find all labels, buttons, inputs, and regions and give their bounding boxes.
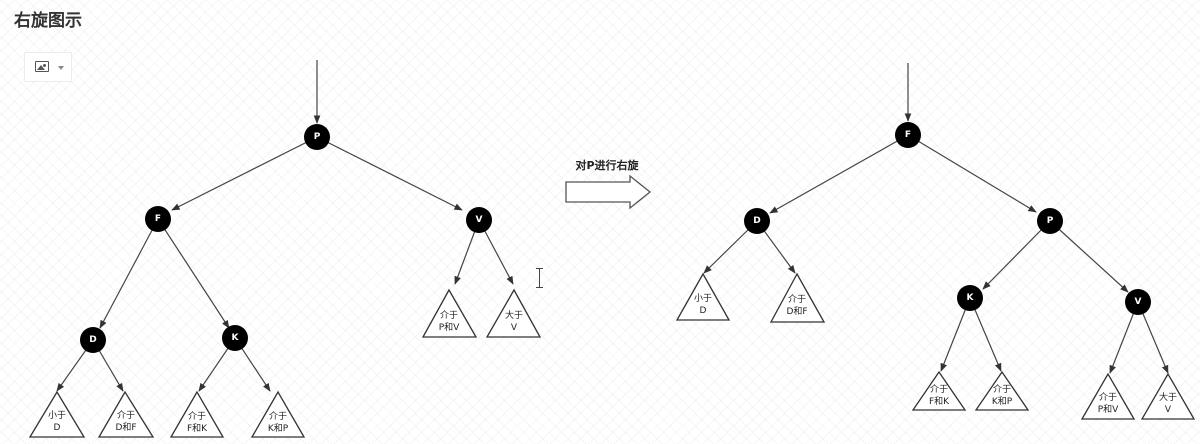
subtree-label-line2: D (54, 423, 61, 433)
subtree-label-line2: F和K (929, 396, 950, 407)
node-k: K (957, 285, 983, 311)
subtree-label-line2: P和V (1098, 404, 1119, 415)
subtree-triangle: 介于 F和K (911, 370, 967, 411)
subtree-triangle: 大于 V (485, 288, 542, 338)
subtree-triangle: 小于 D (675, 272, 731, 321)
node-circle (304, 124, 330, 150)
node-p: P (1037, 208, 1063, 234)
edge-f-k (157, 218, 230, 329)
subtree-triangle: 介于 P和V (1080, 372, 1136, 420)
subtree-label-line1: 大于 (1159, 391, 1177, 403)
subtree-triangle: 介于 K和P (250, 390, 306, 438)
subtree-label-line2: V (511, 323, 518, 333)
subtree-shape (675, 272, 731, 321)
subtree-shape (97, 390, 155, 438)
node-k: K (222, 325, 248, 351)
node-v: V (1125, 289, 1151, 315)
subtree-shape (421, 288, 478, 338)
edge-k-sub3 (940, 297, 971, 372)
subtree-label-line2: D和F (786, 306, 807, 317)
subtree-shape (28, 390, 86, 438)
before-tree: P F V D K 小于 D 介于 D和F 介于 (28, 60, 542, 438)
node-circle (222, 325, 248, 351)
text-cursor-icon (534, 268, 544, 288)
subtree-label-line1: 介于 (440, 310, 458, 321)
subtree-triangle: 大于 V (1140, 372, 1196, 420)
node-f: F (145, 206, 171, 232)
edge-f-d (99, 218, 159, 329)
subtree-label-line1: 介于 (269, 411, 287, 422)
node-p: P (304, 124, 330, 150)
node-d: D (80, 327, 106, 353)
after-tree: F D P K V 小于 D 介于 D和F 介于 (675, 63, 1196, 420)
subtree-label-line2: F和K (187, 423, 208, 434)
operation-label: 对P进行右旋 (575, 158, 639, 172)
node-v: V (466, 207, 492, 233)
node-label: F (155, 214, 161, 224)
rotation-operation: 对P进行右旋 (565, 158, 652, 210)
subtree-label-line2: P和V (439, 322, 460, 333)
subtree-shape (1140, 372, 1196, 420)
subtree-label-line1: 小于 (48, 410, 66, 421)
node-label: V (1135, 297, 1142, 307)
node-label: K (232, 333, 240, 343)
subtree-shape (911, 370, 967, 411)
subtree-triangle: 介于 F和K (169, 390, 225, 438)
subtree-label-line1: 介于 (117, 410, 135, 421)
node-circle (744, 208, 770, 234)
node-circle (1037, 208, 1063, 234)
node-f: F (895, 122, 921, 148)
subtree-shape (769, 272, 826, 323)
node-circle (957, 285, 983, 311)
subtree-triangle: 介于 K和P (974, 370, 1030, 411)
node-label: K (967, 293, 975, 303)
edge-p-f (171, 136, 318, 211)
subtree-label-line2: K和P (992, 396, 1013, 407)
edge-f-p (907, 134, 1037, 213)
node-circle (1125, 289, 1151, 315)
node-d: D (744, 208, 770, 234)
subtree-label-line2: V (1165, 405, 1172, 415)
node-circle (466, 207, 492, 233)
image-icon (35, 61, 49, 72)
subtree-shape (250, 390, 306, 438)
node-label: D (89, 335, 96, 345)
subtree-label-line1: 介于 (993, 384, 1011, 395)
node-circle (80, 327, 106, 353)
subtree-shape (974, 370, 1030, 411)
subtree-label-line1: 大于 (505, 309, 523, 321)
edge-p-v (1049, 220, 1129, 293)
node-label: D (753, 216, 760, 226)
node-circle (145, 206, 171, 232)
subtree-label-line1: 介于 (1099, 392, 1117, 403)
edge-p-v (316, 136, 463, 211)
subtree-triangle: 小于 D (28, 390, 86, 438)
subtree-triangle: 介于 D和F (97, 390, 155, 438)
subtree-label-line1: 小于 (694, 293, 712, 304)
subtree-triangle: 介于 D和F (769, 272, 826, 323)
edge-p-k (982, 220, 1051, 290)
subtree-shape (1080, 372, 1136, 420)
subtree-triangle: 介于 P和V (421, 288, 478, 338)
insert-image-button[interactable] (24, 52, 72, 82)
subtree-shape (169, 390, 225, 438)
node-label: V (476, 215, 483, 225)
edge-f-d (769, 134, 909, 214)
subtree-label-line1: 介于 (930, 384, 948, 395)
right-arrow-icon (565, 174, 652, 210)
subtree-label-line1: 介于 (788, 294, 806, 305)
subtree-label-line2: K和P (268, 423, 289, 434)
node-label: P (1047, 216, 1054, 226)
subtree-label-line1: 介于 (188, 411, 206, 422)
caret-down-icon[interactable] (58, 66, 64, 70)
edge-k-sub4 (969, 297, 1002, 372)
subtree-label-line2: D和F (115, 422, 136, 433)
page-title: 右旋图示 (14, 11, 82, 31)
node-circle (895, 122, 921, 148)
subtree-shape (485, 288, 542, 338)
node-label: F (905, 130, 911, 140)
node-label: P (314, 132, 321, 142)
subtree-label-line2: D (700, 306, 707, 316)
